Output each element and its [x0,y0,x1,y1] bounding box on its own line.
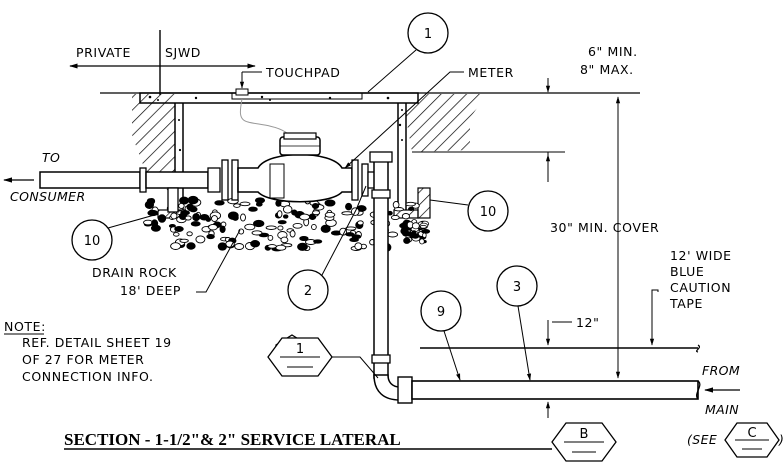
note-block: NOTE: REF. DETAIL SHEET 19 OF 27 FOR MET… [4,319,172,384]
touchpad-wire: TOUCHPAD [235,65,340,151]
main-label: MAIN [705,402,739,417]
svg-text:9: 9 [437,305,445,320]
callout-1: 1 [367,12,449,93]
drain-rock-depth-label: 18' DEEP [120,283,181,298]
touchpad-label: TOUCHPAD [265,65,340,80]
tape-blue-label: BLUE [670,264,704,279]
callout-9: 9 [420,290,462,381]
callout-10-right: 10 [429,190,509,232]
consumer-label: CONSUMER [10,189,86,204]
note-heading: NOTE: [4,319,46,334]
note-line-2: OF 27 FOR METER [22,352,144,367]
max-depth-label: 8" MAX. [580,62,634,77]
callout-2: 2 [287,185,367,311]
min-depth-label: 6" MIN. [588,44,638,59]
svg-text:3: 3 [513,280,521,295]
svg-text:1: 1 [424,27,432,42]
callout-3: 3 [496,265,538,381]
hex-tag-1: 1 [267,334,379,379]
note-line-1: REF. DETAIL SHEET 19 [22,335,172,350]
from-label: FROM [702,363,740,378]
service-riser [369,151,701,404]
tape-tape-label: TAPE [669,296,703,311]
see-close: ) [778,432,783,447]
svg-text:B: B [580,427,589,442]
sjwd-label: SJWD [165,45,201,60]
tape-caution-label: CAUTION [670,280,731,295]
cover-label: 30" MIN. COVER [550,220,659,235]
drawing-title: SECTION - 1-1/2"& 2" SERVICE LATERAL [64,430,401,449]
svg-text:10: 10 [84,234,101,249]
see-label: (SEE [687,432,717,447]
soil-hatching [132,94,565,195]
svg-text:2: 2 [304,284,312,299]
hex-tag-B: B [551,422,617,462]
to-label: TO [42,150,60,165]
note-line-3: CONNECTION INFO. [22,369,154,384]
hex-tag-C: C [724,422,780,458]
callout-10-left: 10 [71,213,159,261]
meter-assembly [39,132,381,213]
dimension-lines [545,78,659,418]
svg-text:10: 10 [480,205,497,220]
meter-label: METER [468,65,514,80]
drain-rock-label: DRAIN ROCK [92,265,177,280]
meter-box [100,92,640,219]
tape-width-label: 12' WIDE [670,248,732,263]
svg-text:1: 1 [296,342,304,357]
property-line: PRIVATE SJWD [69,30,256,95]
svg-text:C: C [747,426,756,441]
twelve-inch-label: 12" [576,315,599,330]
private-label: PRIVATE [76,45,131,60]
